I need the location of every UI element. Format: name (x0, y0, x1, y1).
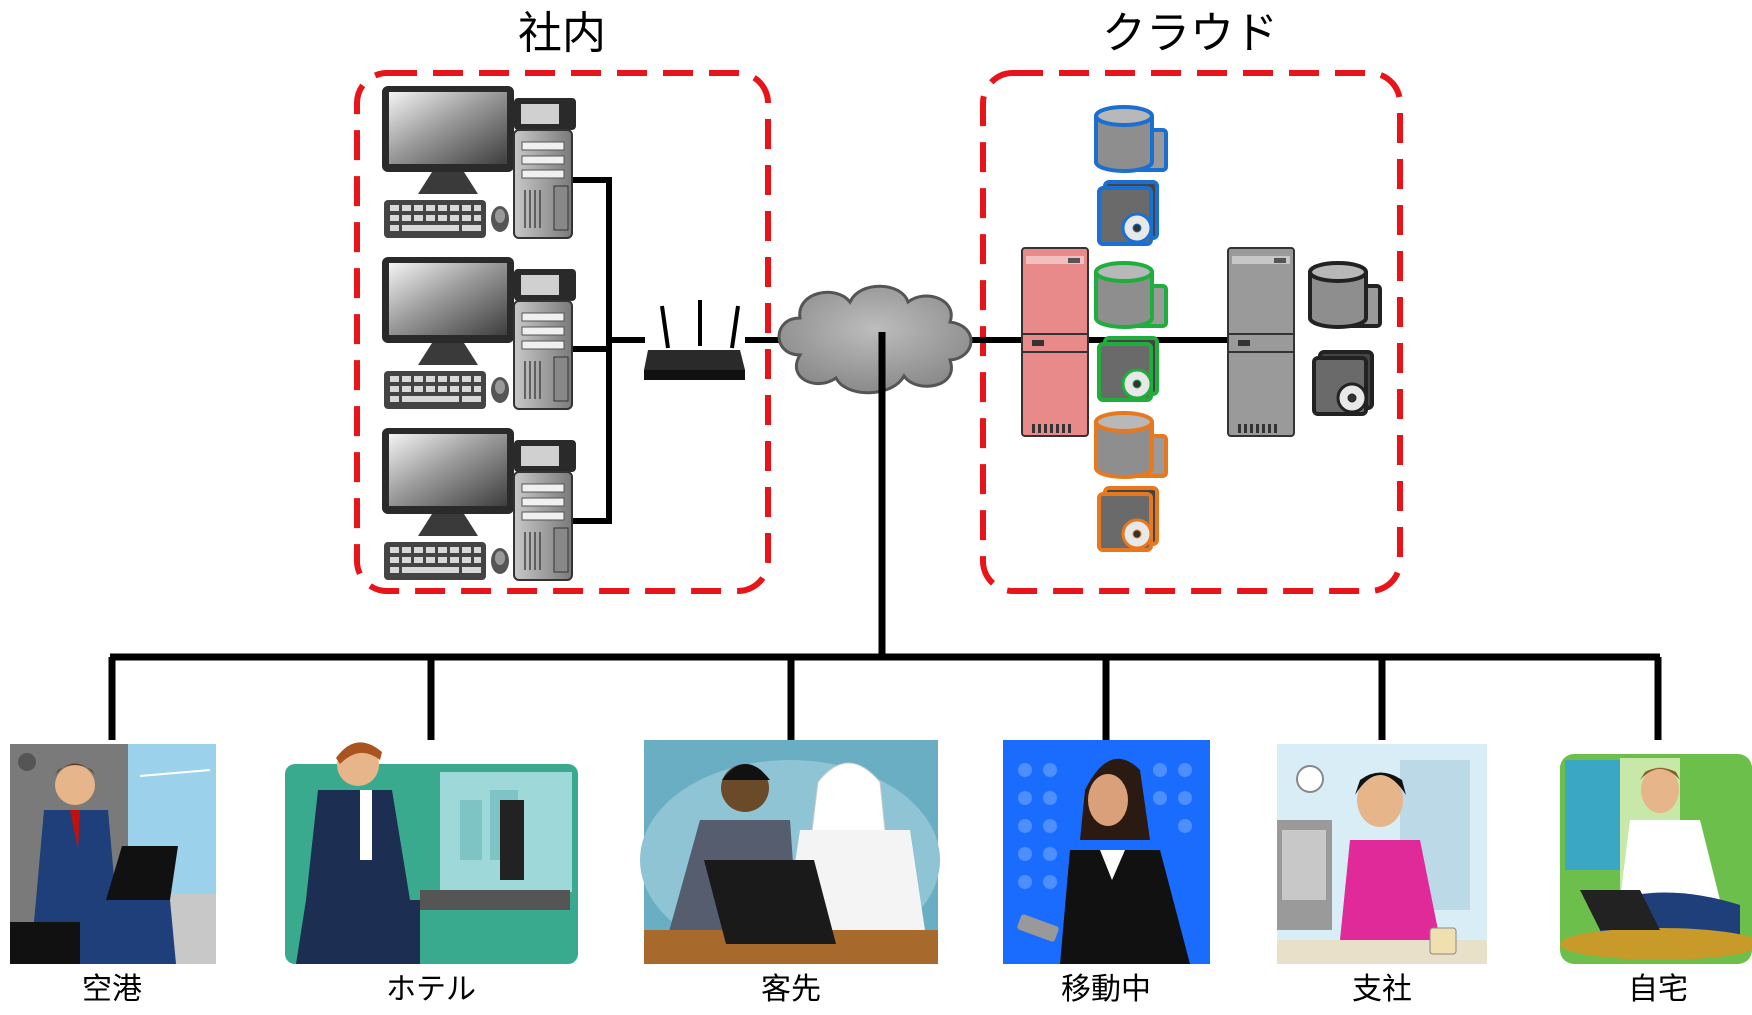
database-green-icon (1094, 261, 1168, 329)
internet-cloud-icon (777, 284, 973, 395)
customer-site-illustration (640, 740, 940, 964)
on-the-move-illustration (1003, 740, 1210, 964)
cloud-region-title: クラウド (1102, 8, 1278, 59)
office-region-box (354, 70, 771, 594)
server-gray-icon (1227, 247, 1295, 437)
branch-office-illustration (1277, 744, 1487, 964)
location-label-branch: 支社 (1352, 972, 1412, 1007)
airport-illustration (10, 744, 216, 964)
location-label-hotel: ホテル (386, 972, 476, 1007)
home-illustration (1560, 754, 1752, 964)
bus-drops (108, 657, 1662, 740)
cloud-region-box (980, 70, 1403, 594)
desktop-pc-3-icon (381, 427, 577, 581)
location-label-airport: 空港 (82, 972, 142, 1007)
office-region-title: 社内 (518, 8, 606, 59)
disc-blue-icon (1097, 180, 1159, 246)
database-blue-icon (1094, 105, 1168, 173)
disc-orange-icon (1097, 486, 1159, 552)
database-gray-icon (1308, 261, 1382, 329)
router-icon (644, 300, 745, 380)
location-label-customer: 客先 (761, 972, 821, 1007)
location-label-home: 自宅 (1628, 972, 1688, 1007)
database-orange-icon (1094, 411, 1168, 479)
desktop-pc-2-icon (381, 256, 577, 410)
location-label-on-the-move: 移動中 (1061, 972, 1151, 1007)
disc-green-icon (1097, 336, 1159, 402)
desktop-pc-1-icon (381, 85, 577, 239)
server-pink-icon (1021, 247, 1089, 437)
hotel-illustration (285, 742, 578, 964)
disc-gray-icon (1312, 350, 1374, 416)
